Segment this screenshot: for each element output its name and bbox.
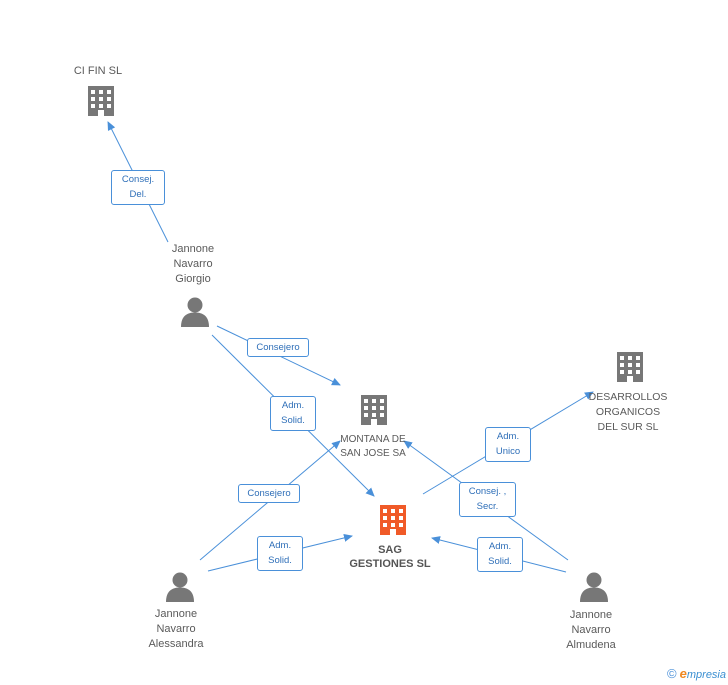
edge-label-almudena-desarrollos[interactable]: Adm. Unico: [485, 427, 531, 462]
node-label-desarrollos[interactable]: DESARROLLOS ORGANICOS DEL SUR SL: [588, 391, 668, 433]
building-icon[interactable]: [617, 352, 643, 382]
node-label-sag[interactable]: SAG GESTIONES SL: [349, 544, 431, 570]
edge-label-almudena-montana[interactable]: Consej. , Secr.: [459, 482, 516, 517]
node-label-montana[interactable]: MONTANA DE SAN JOSE SA: [340, 434, 406, 459]
node-label-alessandra[interactable]: Jannone Navarro Alessandra: [148, 608, 204, 650]
copyright-icon: ©: [667, 666, 677, 681]
brand-logo-initial: e: [679, 666, 687, 681]
edges: [107, 121, 594, 573]
node-label-almudena[interactable]: Jannone Navarro Almudena: [566, 609, 616, 651]
node-label-giorgio[interactable]: Jannone Navarro Giorgio: [171, 243, 215, 285]
building-icon[interactable]: [380, 505, 406, 535]
edge-label-alessandra-montana[interactable]: Consejero: [238, 484, 300, 503]
building-icon[interactable]: [361, 395, 387, 425]
edge-label-giorgio-cifin[interactable]: Consej. Del.: [111, 170, 165, 205]
edge-label-giorgio-montana[interactable]: Consejero: [247, 338, 309, 357]
edge-label-alessandra-sag[interactable]: Adm. Solid.: [257, 536, 303, 571]
person-icon[interactable]: [166, 572, 194, 603]
edge-label-giorgio-sag[interactable]: Adm. Solid.: [270, 396, 316, 431]
edge-label-almudena-sag[interactable]: Adm. Solid.: [477, 537, 523, 572]
building-icon[interactable]: [88, 86, 114, 116]
person-icon[interactable]: [580, 572, 608, 603]
brand-logo-text: mpresia: [686, 669, 726, 681]
brand-footer: ©empresia: [667, 666, 726, 681]
node-label-cifin[interactable]: CI FIN SL: [73, 65, 123, 77]
person-icon[interactable]: [181, 297, 209, 328]
